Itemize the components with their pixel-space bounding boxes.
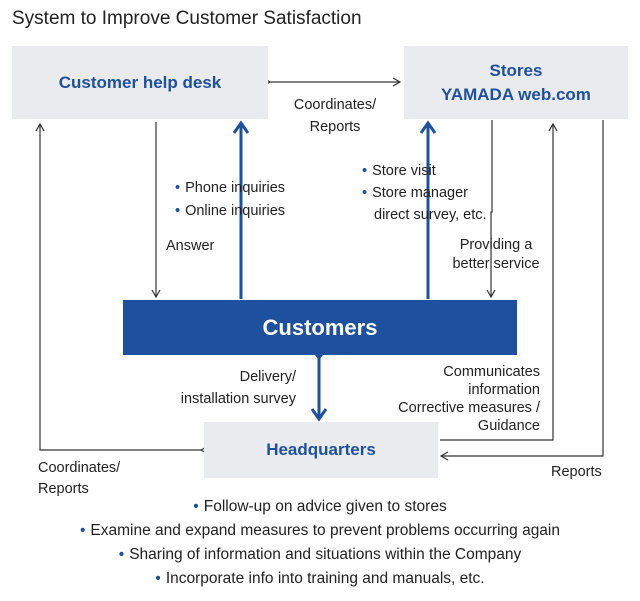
customers-box: Customers — [123, 300, 517, 355]
store-method-item: direct survey, etc. — [374, 207, 487, 223]
bottom-bullet-item: •Incorporate info into training and manu… — [155, 570, 485, 587]
store-method-item: •Store manager — [362, 185, 468, 201]
stores-hq-arrow — [439, 120, 604, 461]
hq-helpdesk-arrow — [35, 122, 209, 455]
hq-stores-arrow — [440, 122, 558, 441]
inquiry-item: •Online inquiries — [175, 203, 286, 219]
better-service-label: Providing a better service — [452, 237, 540, 272]
coordinates-reports-bottom: Coordinates/ Reports — [38, 460, 121, 497]
coordinates-reports-top: Coordinates/ Reports — [293, 97, 377, 135]
customers-label: Customers — [262, 314, 378, 340]
headquarters-label: Headquarters — [266, 440, 376, 459]
delivery-survey-label: Delivery/ installation survey — [180, 369, 296, 407]
headquarters-box: Headquarters — [204, 422, 438, 478]
bottom-bullet-item: •Sharing of information and situations w… — [118, 546, 522, 563]
communicates-info-label: Communicates information Corrective meas… — [398, 364, 540, 434]
stores-label-line1: Stores — [489, 60, 543, 80]
customer-help-desk-box: Customer help desk — [12, 46, 268, 119]
answer-label: Answer — [166, 238, 215, 254]
store-method-item: •Store visit — [362, 163, 436, 179]
reports-right-label: Reports — [551, 464, 602, 480]
bottom-bullet-item: •Examine and expand measures to prevent … — [79, 522, 560, 539]
inquiries-list: •Phone inquiries •Online inquiries — [175, 177, 285, 223]
better-service-arrow — [486, 120, 496, 299]
inquiry-item: •Phone inquiries — [175, 180, 286, 196]
help-desk-label: Customer help desk — [58, 72, 222, 92]
diagram-title: System to Improve Customer Satisfaction — [12, 8, 362, 29]
bottom-bullet-item: •Follow-up on advice given to stores — [193, 498, 447, 515]
stores-box: Stores YAMADA web.com — [404, 46, 628, 119]
stores-label-line2: YAMADA web.com — [441, 84, 591, 104]
store-methods-list: •Store visit •Store manager direct surve… — [362, 160, 487, 226]
